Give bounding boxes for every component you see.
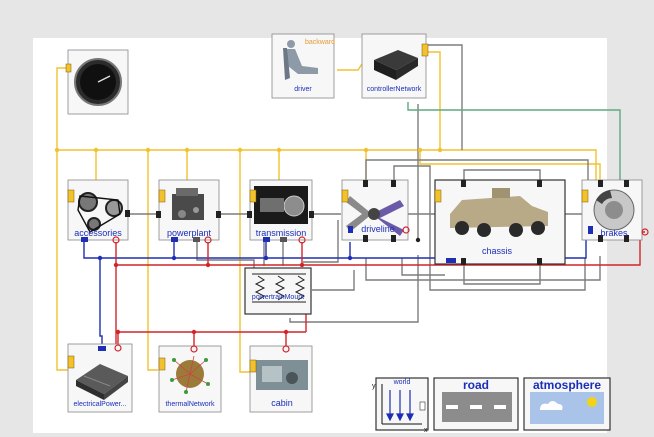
brake-disc-icon <box>593 189 635 231</box>
driveline-label: driveline <box>361 224 395 234</box>
thermal-network-icon <box>170 355 210 394</box>
road-label: road <box>463 378 489 392</box>
thermal-label: thermalNetwork <box>165 401 215 408</box>
mounts-block[interactable]: powertrainMount <box>244 267 312 315</box>
atmosphere-block[interactable]: atmosphere <box>523 377 611 431</box>
gauge-block[interactable] <box>65 49 129 115</box>
world-axis-x: x <box>424 427 428 434</box>
battery-icon <box>76 364 128 400</box>
signal-connection <box>407 102 621 180</box>
electrical-label: electricalPower... <box>74 401 127 408</box>
electrical-block[interactable]: electricalPower... <box>67 343 133 413</box>
cabin-block[interactable]: cabin <box>249 345 313 413</box>
world-axis-y: y <box>372 383 376 390</box>
belt-pulley-icon <box>77 192 123 233</box>
transmission-label: transmission <box>256 228 307 238</box>
engine-icon <box>172 188 204 220</box>
controller-label: controllerNetwork <box>367 86 422 93</box>
spring-icon <box>252 273 306 303</box>
driveline-block[interactable]: driveline <box>341 179 410 242</box>
driver-label: driver <box>294 86 312 93</box>
ecu-icon <box>374 50 418 80</box>
powerplant-block[interactable]: powerplant <box>156 179 221 244</box>
thermal-block[interactable]: thermalNetwork <box>158 345 222 413</box>
driver-seat-icon <box>283 40 318 80</box>
transmission-block[interactable]: transmission <box>247 179 314 244</box>
accessories-label: accessories <box>74 228 122 238</box>
world-block[interactable]: y x world <box>372 377 429 434</box>
controller-block[interactable]: controllerNetwork <box>361 33 429 99</box>
armored-vehicle-icon <box>450 188 548 237</box>
axle-icon <box>346 196 404 236</box>
chassis-label: chassis <box>482 246 513 256</box>
driver-block[interactable]: backward driver <box>271 33 335 99</box>
mounts-label: powertrainMount <box>252 294 304 301</box>
accessories-block[interactable]: accessories <box>67 179 130 244</box>
gearbox-icon <box>254 186 308 224</box>
brakes-label: brakes <box>600 228 628 238</box>
brakes-block[interactable]: brakes <box>581 179 649 242</box>
atmosphere-label: atmosphere <box>533 378 601 392</box>
cabin-interior-icon <box>256 360 308 390</box>
cabin-label: cabin <box>271 398 293 408</box>
chassis-block[interactable]: chassis <box>434 179 566 265</box>
world-label: world <box>393 379 411 386</box>
road-block[interactable]: road <box>433 377 519 431</box>
driver-direction-label: backward <box>305 39 335 46</box>
powerplant-label: powerplant <box>167 228 212 238</box>
bus-connections <box>56 51 601 373</box>
sun-icon <box>587 397 597 407</box>
gravity-arrows-icon <box>386 390 414 422</box>
